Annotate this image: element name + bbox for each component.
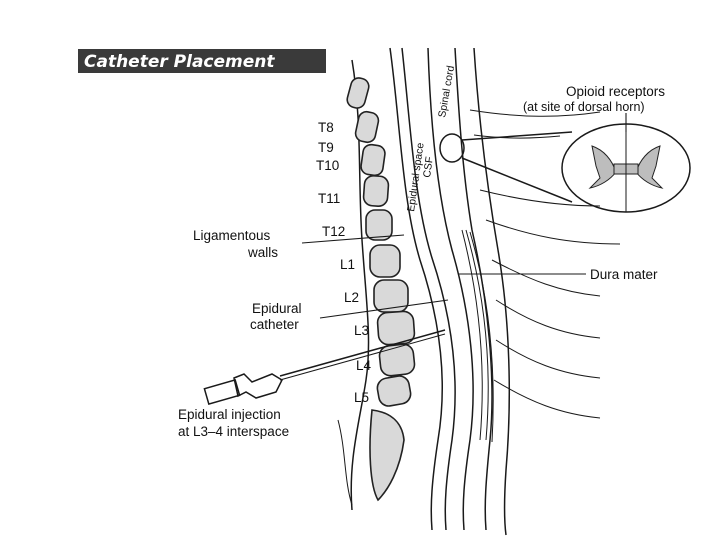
vertebra-label-t11: T11 bbox=[318, 191, 340, 206]
epidural-catheter-label-line1: Epidural bbox=[252, 301, 302, 316]
syringe-barrel bbox=[203, 378, 241, 406]
vertebra-label-t8: T8 bbox=[318, 120, 334, 135]
vertebra-label-t12: T12 bbox=[322, 224, 345, 239]
magnifier-line-top bbox=[461, 131, 573, 141]
magnifier-line-bottom bbox=[461, 157, 573, 203]
nerve-exit-1 bbox=[469, 109, 601, 117]
vertebra-label-l2: L2 bbox=[344, 290, 359, 305]
csf-label: CSF bbox=[421, 156, 436, 178]
injection-label-line2: at L3–4 interspace bbox=[178, 424, 289, 439]
epidural-needle bbox=[203, 329, 446, 406]
vertebra-body bbox=[378, 343, 416, 377]
sacrum bbox=[369, 409, 405, 502]
nerve-root-2 bbox=[465, 229, 489, 441]
ligamentous-leader bbox=[301, 234, 405, 244]
epidural-catheter-label-line2: catheter bbox=[250, 317, 299, 332]
vertebra-body bbox=[376, 375, 412, 407]
opioid-receptors-label: Opioid receptors bbox=[566, 84, 665, 99]
dorsal-horn-magnifier bbox=[439, 133, 465, 163]
dorsal-horn-label: (at site of dorsal horn) bbox=[523, 100, 645, 114]
needle-hub bbox=[233, 373, 283, 399]
vertebra-label-l3: L3 bbox=[354, 323, 369, 338]
needle-shaft bbox=[279, 329, 446, 377]
gray-matter-right bbox=[635, 145, 664, 189]
gray-matter-left bbox=[588, 145, 617, 189]
dura-mater-inner bbox=[427, 47, 474, 531]
spinal-cord-label: Spinal cord bbox=[436, 65, 457, 119]
injection-label-line1: Epidural injection bbox=[178, 407, 281, 422]
nerve-exit-6 bbox=[495, 299, 601, 339]
nerve-exit-7 bbox=[495, 339, 601, 379]
vertebra-label-l4: L4 bbox=[356, 358, 372, 373]
posterior-soft-tissue bbox=[337, 419, 353, 506]
title-bar bbox=[78, 49, 326, 73]
posterior-bone-contour bbox=[350, 59, 370, 511]
ligamentous-label-line1: Ligamentous bbox=[193, 228, 271, 243]
needle-shaft-edge bbox=[279, 333, 446, 381]
spinal-cord-outline bbox=[454, 47, 493, 531]
nerve-exit-2 bbox=[473, 134, 561, 139]
vertebra-body bbox=[362, 175, 390, 207]
vertebra-label-t10: T10 bbox=[316, 158, 339, 173]
vertebral-bodies bbox=[346, 77, 416, 502]
vertebra-labels: T8 T9 T10 T11 T12 L1 L2 L3 L4 L5 bbox=[316, 120, 372, 405]
dura-mater-label: Dura mater bbox=[590, 267, 658, 282]
vertebra-body bbox=[369, 244, 401, 278]
nerve-exit-4 bbox=[485, 219, 621, 245]
diagram-title: Catheter Placement bbox=[84, 52, 275, 72]
vertebra-label-t9: T9 bbox=[318, 140, 334, 155]
vertebra-body bbox=[373, 279, 409, 313]
epidural-catheter-leader bbox=[319, 299, 449, 319]
vertebra-body bbox=[346, 77, 370, 109]
dura-mater-outer bbox=[401, 47, 456, 531]
nerve-root-3 bbox=[469, 231, 494, 443]
nerve-exit-5 bbox=[491, 259, 601, 297]
nerve-exit-3 bbox=[479, 189, 601, 207]
nerve-exit-8 bbox=[493, 379, 601, 419]
vertebra-label-l5: L5 bbox=[354, 390, 369, 405]
nerve-root-1 bbox=[461, 229, 483, 441]
vertebra-label-l1: L1 bbox=[340, 257, 355, 272]
canal-wall-outer bbox=[389, 47, 444, 531]
vertebra-body bbox=[365, 209, 393, 241]
vertebra-body bbox=[360, 143, 386, 177]
ligamentous-label-line2: walls bbox=[247, 245, 278, 260]
anterior-canal-wall bbox=[473, 47, 511, 536]
vertebra-body bbox=[354, 110, 380, 144]
